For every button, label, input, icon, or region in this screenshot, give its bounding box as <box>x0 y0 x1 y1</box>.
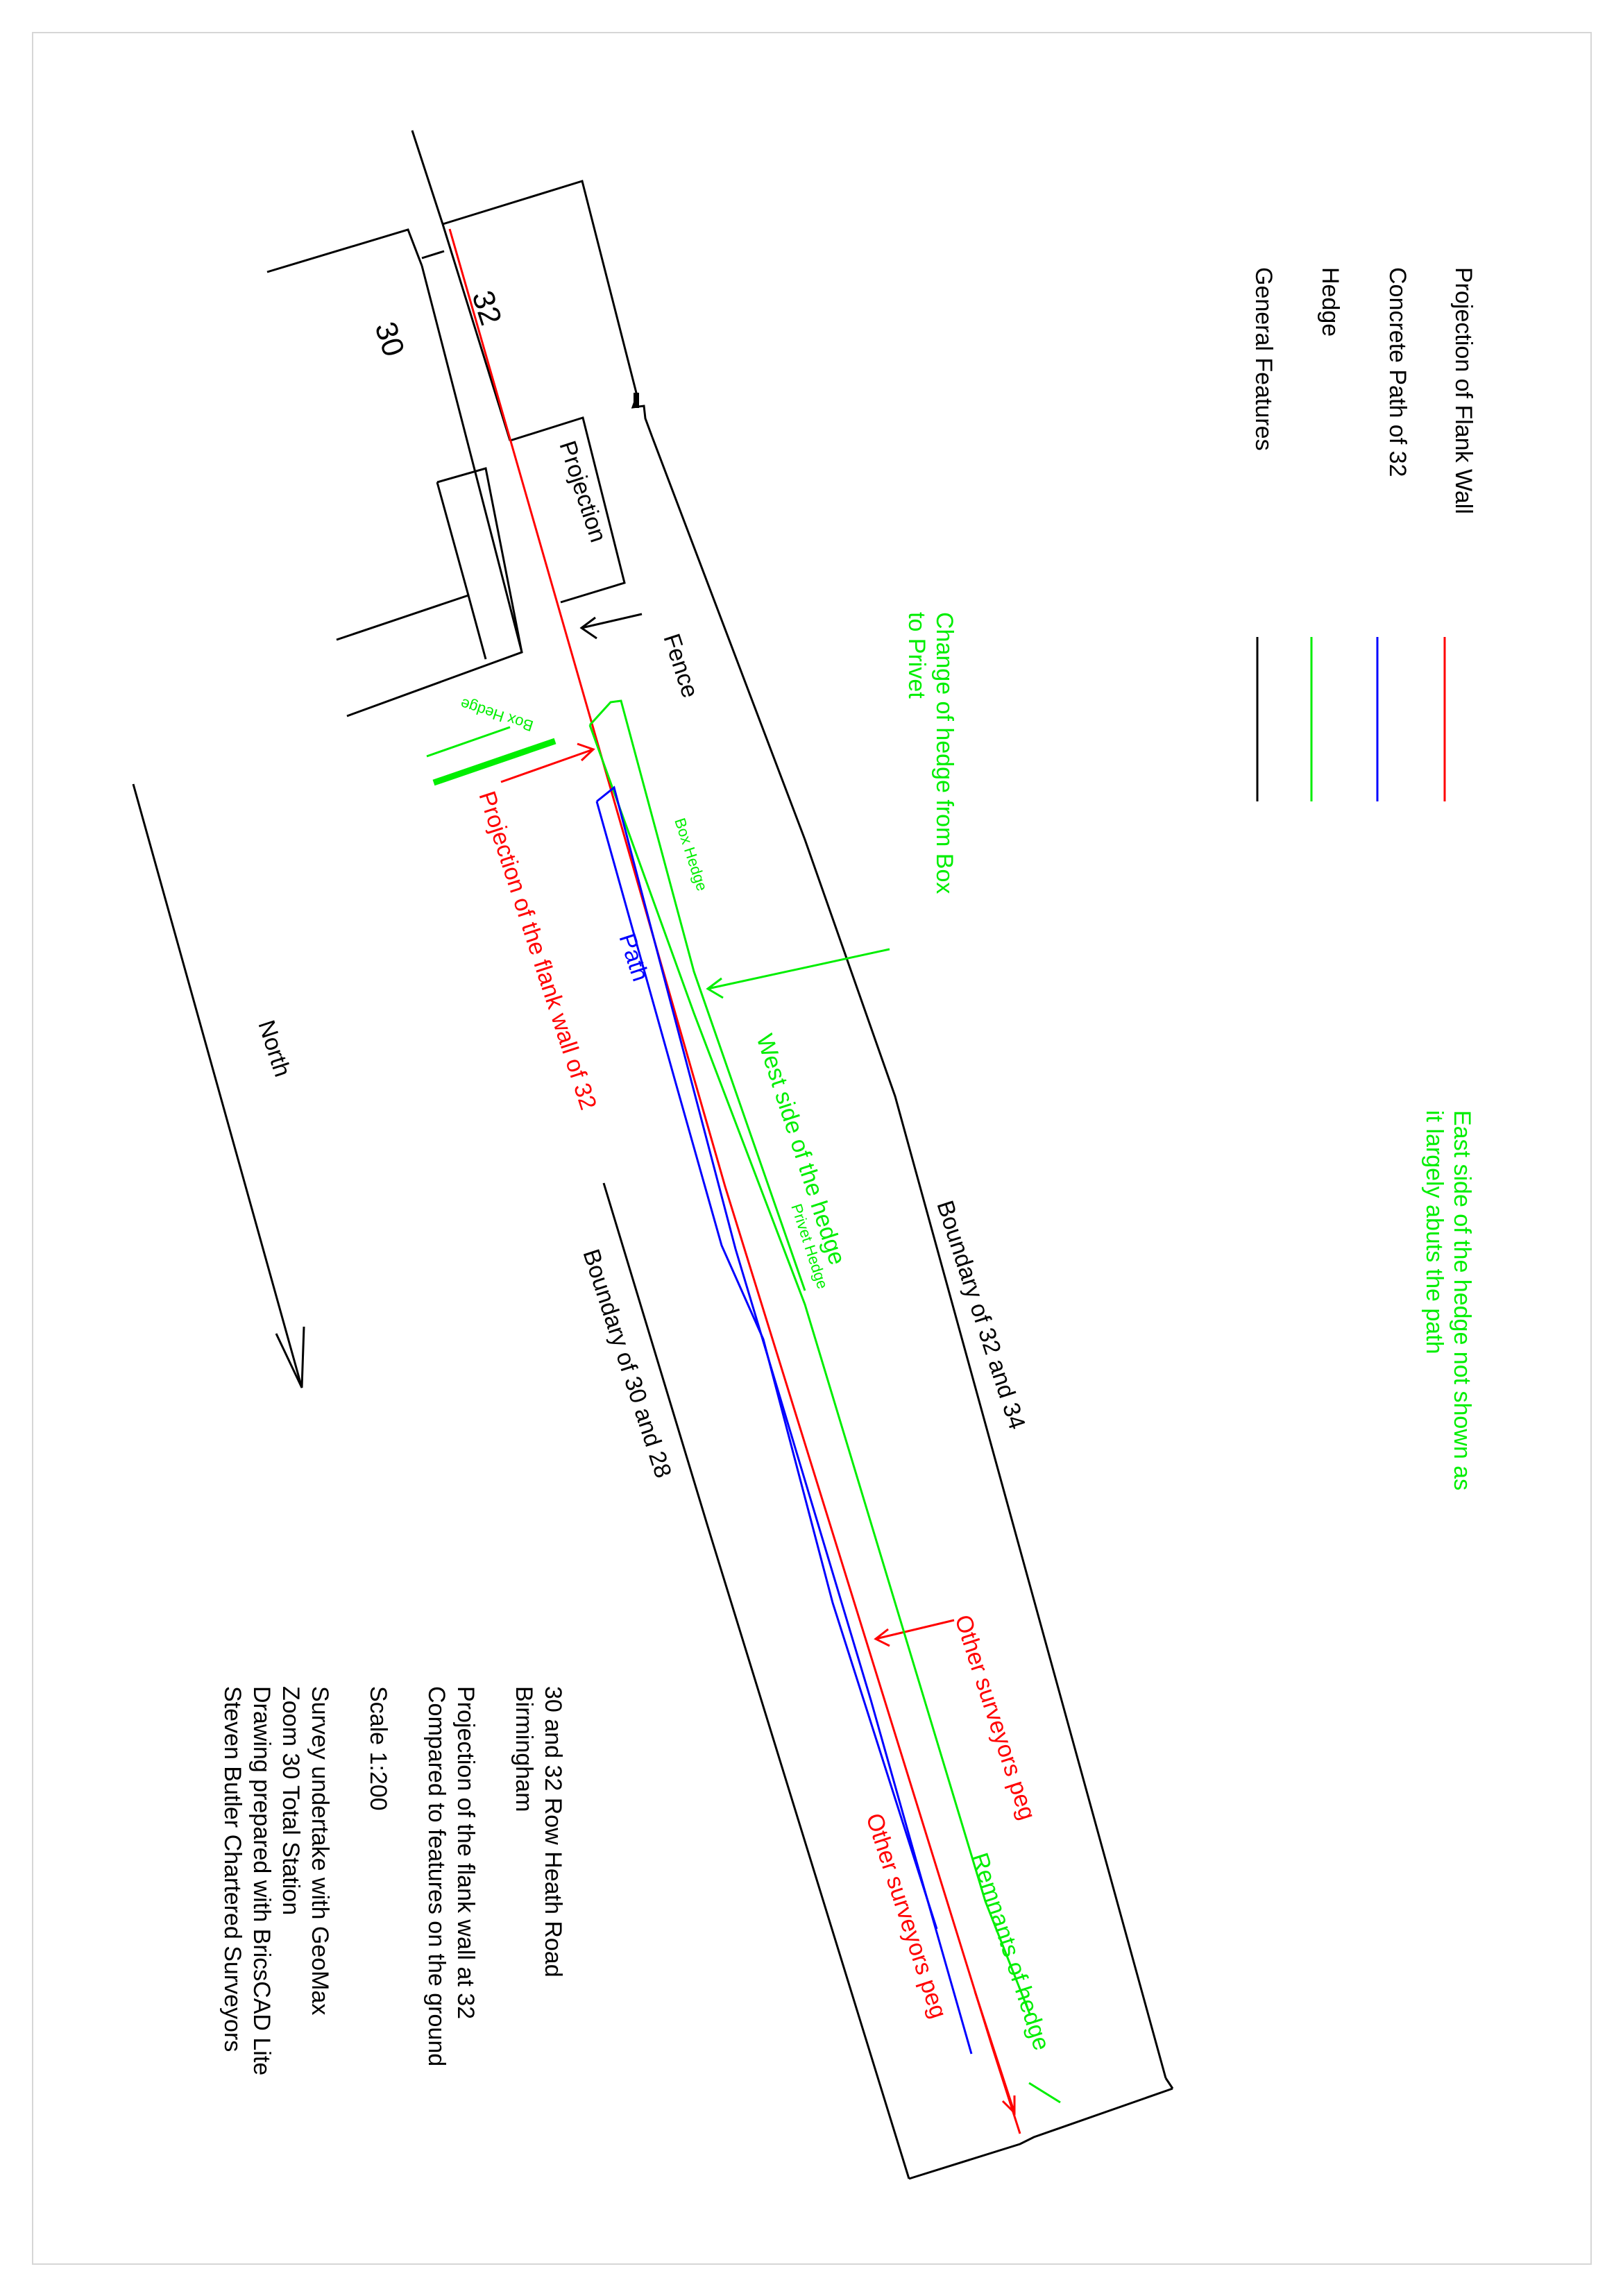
peg-1-arrow <box>875 1619 955 1640</box>
change-hedge-arrow-head <box>706 977 724 999</box>
survey-line-3: Drawing prepared with BricsCAD Lite <box>248 1686 275 2075</box>
legend-label-general: General Features <box>1250 267 1277 451</box>
remnants-hedge-line <box>1028 2082 1061 2104</box>
south-east-corner <box>1164 2077 1174 2089</box>
path-inner-edge <box>595 801 938 1930</box>
south-end-line <box>908 2087 1173 2180</box>
projection-box <box>509 416 626 604</box>
party-wall-tick <box>421 250 445 260</box>
house-30-step <box>436 482 470 596</box>
fence-label: Fence <box>658 631 703 701</box>
box-hedge-small-label: Box Hedge <box>458 695 535 735</box>
house-30-rear <box>336 594 487 660</box>
house-32-outline <box>442 180 654 438</box>
address-line-2: Birmingham <box>511 1686 537 1812</box>
legend: Projection of Flank Wall Concrete Path o… <box>1250 267 1477 514</box>
boundary-30-28-label: Boundary of 30 and 28 <box>577 1246 676 1481</box>
flank-label-arrow-head <box>577 742 595 762</box>
north-label: North <box>253 1017 296 1080</box>
title-block: 30 and 32 Row Heath Road Birmingham Proj… <box>219 1686 566 2075</box>
fence-arrow-head <box>579 616 597 640</box>
house-30-outline <box>266 228 423 273</box>
fence-arrow-line <box>581 613 643 629</box>
sheet-border <box>32 32 1592 2265</box>
survey-line-4: Steven Butler Chartered Surveyors <box>219 1686 246 2052</box>
box-hedge-path-label: Box Hedge <box>671 816 711 893</box>
survey-line-1: Survey undertake with GeoMax <box>307 1686 333 2015</box>
house-32-west-wall <box>441 223 511 441</box>
flank-wall-projection <box>448 228 1446 2134</box>
change-hedge-arrow <box>707 948 890 990</box>
boundary-30-28-line <box>602 1182 910 2179</box>
house-32-label: 32 <box>465 287 508 330</box>
legend-label-flank: Projection of Flank Wall <box>1450 267 1477 514</box>
general-features <box>132 130 1259 2180</box>
east-side-label-1: East side of the hedge not shown as <box>1449 1110 1475 1490</box>
box-hedge-short-1 <box>426 726 511 758</box>
house-30-step-top <box>436 467 523 653</box>
change-hedge-label-2: to Privet <box>903 612 930 699</box>
corner-marker <box>634 393 639 408</box>
projection-flank-label: Projection of the flank wall of 32 <box>473 788 601 1113</box>
other-peg-label-2: Other surveyors peg <box>860 1810 951 2022</box>
north-arrow-line <box>132 783 303 1388</box>
legend-label-path: Concrete Path of 32 <box>1384 267 1411 477</box>
description-line-2: Compared to features on the ground <box>423 1686 450 2066</box>
remnants-label: Remnants of hedge <box>966 1850 1055 2054</box>
peg-1-arrow-head <box>874 1628 890 1647</box>
survey-line-2: Zoom 30 Total Station <box>278 1686 304 1915</box>
boundary-32-34-line <box>651 436 1167 2079</box>
house-30-label: 30 <box>368 318 411 361</box>
change-hedge-label-1: Change of hedge from Box <box>931 612 958 894</box>
address-line-1: 30 and 32 Row Heath Road <box>540 1686 566 1978</box>
flank-wall-line <box>448 228 1021 2134</box>
flank-label-arrow <box>500 748 594 783</box>
hedge-features <box>426 637 1313 2104</box>
path-label: Path <box>613 930 654 985</box>
north-arrow-head <box>275 1326 305 1388</box>
scale-label: Scale 1:200 <box>365 1686 391 1811</box>
box-hedge-thick <box>432 738 556 786</box>
boundary-32-34-label: Boundary of 32 and 34 <box>931 1198 1030 1433</box>
party-wall-extension <box>411 130 444 225</box>
east-side-label-2: it largely abuts the path <box>1421 1110 1447 1354</box>
west-hedge-line <box>588 724 1032 2016</box>
peg-2-arrow-head <box>1001 2095 1016 2116</box>
concrete-path <box>595 637 1379 2055</box>
projection-label: Projection <box>554 438 611 546</box>
other-peg-label-1: Other surveyors peg <box>949 1612 1040 1823</box>
description-line-1: Projection of the flank wall at 32 <box>452 1686 479 2019</box>
legend-label-hedge: Hedge <box>1317 267 1343 337</box>
east-hedge-outline <box>588 699 806 1291</box>
peg-2-arrow <box>974 1991 1016 2114</box>
